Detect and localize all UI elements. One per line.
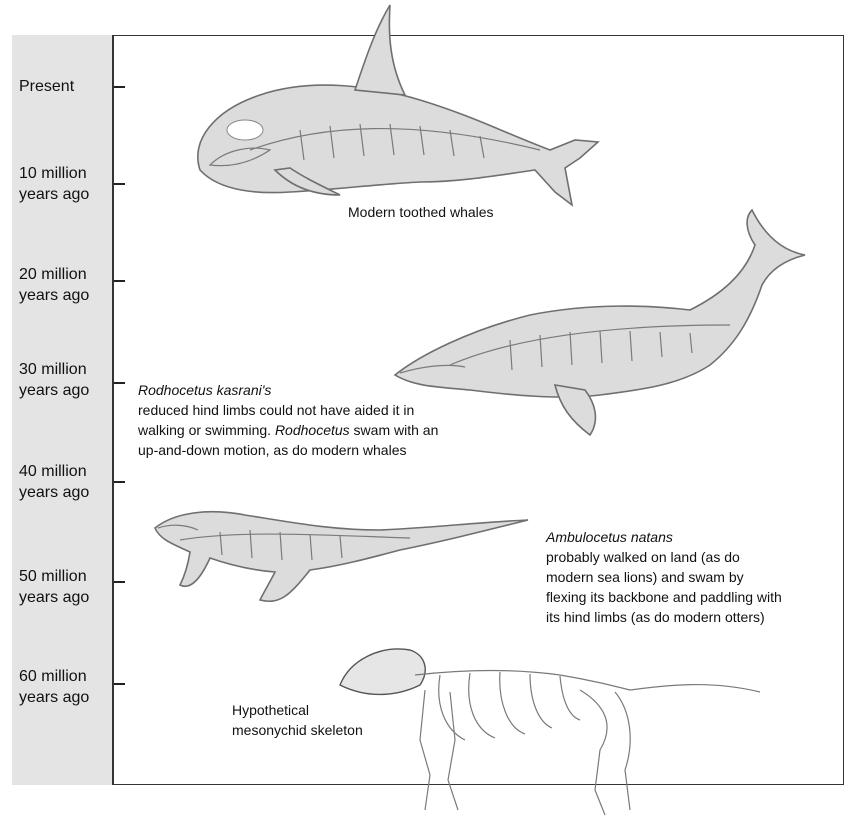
- ambulocetus-line4: its hind limbs (as do modern otters): [546, 607, 846, 627]
- caption-mesonychid: Hypothetical mesonychid skeleton: [232, 700, 363, 740]
- tick-label-40my: 40 million years ago: [19, 461, 89, 503]
- tick-mark-60my: [114, 683, 125, 685]
- mesonychid-line1: Hypothetical: [232, 700, 363, 720]
- tick-mark-40my: [114, 481, 125, 483]
- tick-label-30my: 30 million years ago: [19, 359, 89, 401]
- rodhocetus-line2-name: Rodhocetus: [275, 422, 350, 438]
- tick-mark-10my: [114, 183, 125, 185]
- tick-label-10my: 10 million years ago: [19, 163, 89, 205]
- mesonychid-skeleton-illustration: [330, 630, 770, 820]
- rodhocetus-species-name: Rodhocetus kasrani's: [138, 382, 271, 398]
- ambulocetus-line1: probably walked on land (as do: [546, 547, 846, 567]
- ambulocetus-line2: modern sea lions) and swam by: [546, 567, 846, 587]
- tick-mark-20my: [114, 280, 125, 282]
- tick-label-20my: 20 million years ago: [19, 264, 89, 306]
- rodhocetus-line1: reduced hind limbs could not have aided …: [138, 400, 518, 420]
- ambulocetus-line3: flexing its backbone and paddling with: [546, 587, 846, 607]
- rodhocetus-line2a: walking or swimming.: [138, 422, 275, 438]
- tick-mark-30my: [114, 382, 125, 384]
- ambulocetus-illustration: [150, 500, 530, 610]
- orca-illustration: [180, 0, 610, 230]
- rodhocetus-line2b: swam with an: [350, 422, 439, 438]
- tick-mark-present: [114, 86, 125, 88]
- caption-rodhocetus: Rodhocetus kasrani's reduced hind limbs …: [138, 380, 518, 460]
- tick-label-50my: 50 million years ago: [19, 566, 89, 608]
- tick-label-present: Present: [19, 76, 74, 97]
- ambulocetus-species-name: Ambulocetus natans: [546, 529, 673, 545]
- rodhocetus-line3: up-and-down motion, as do modern whales: [138, 440, 518, 460]
- caption-ambulocetus: Ambulocetus natans probably walked on la…: [546, 527, 846, 627]
- mesonychid-line2: mesonychid skeleton: [232, 720, 363, 740]
- tick-mark-50my: [114, 581, 125, 583]
- tick-label-60my: 60 million years ago: [19, 666, 89, 708]
